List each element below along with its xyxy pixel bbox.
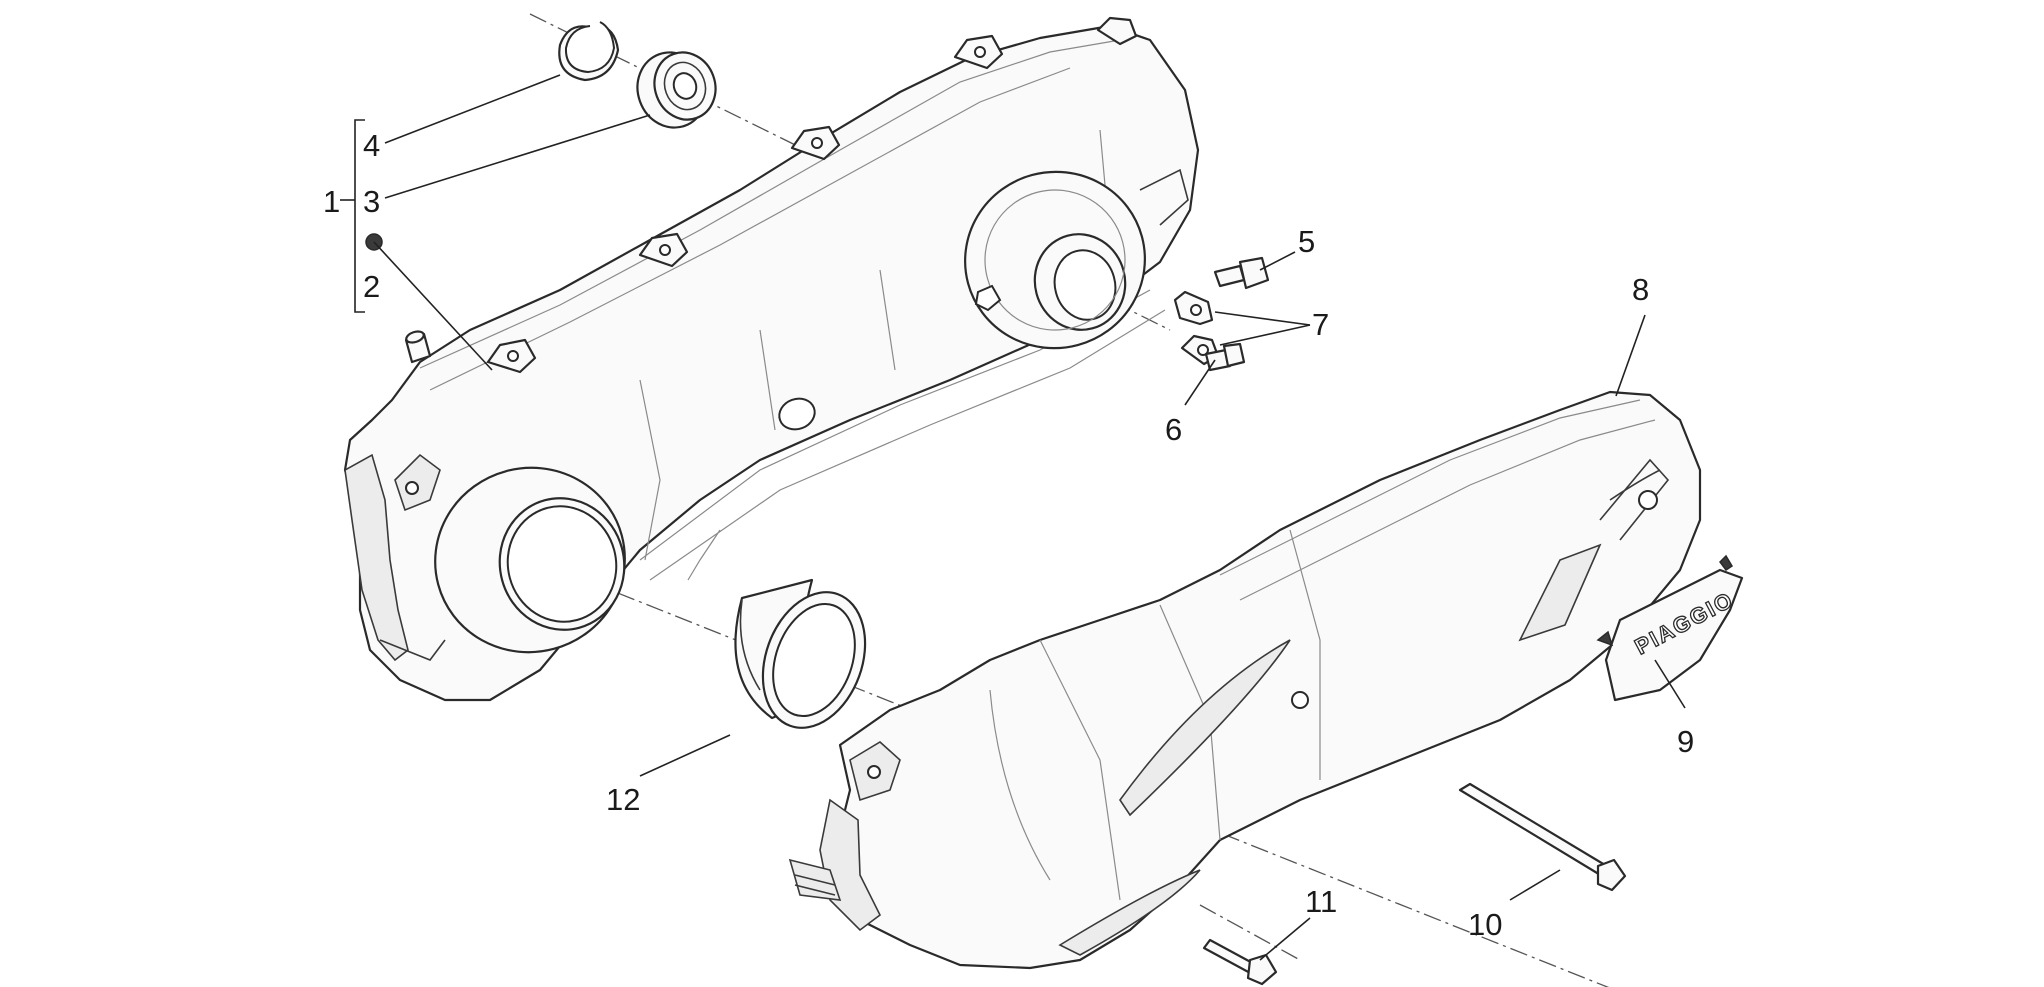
callout-4: 4 — [363, 128, 380, 163]
part-8-transmission-cover-outer — [788, 390, 1702, 970]
callout-12: 12 — [606, 782, 640, 817]
callout-6: 6 — [1165, 412, 1182, 447]
callout-2: 2 — [363, 269, 380, 304]
part-12-bushing — [734, 578, 867, 729]
callout-1: 1 — [323, 184, 340, 219]
callout-3: 3 — [363, 184, 380, 219]
transmission-cover-inner — [343, 16, 1200, 702]
callout-11: 11 — [1305, 884, 1337, 919]
callout-numbers: 1 2 3 4 5 6 7 8 9 10 11 12 — [323, 128, 1694, 942]
leader-lines — [340, 74, 1686, 961]
callout-8: 8 — [1632, 272, 1649, 307]
part-3-bearing — [636, 51, 717, 129]
part-10-long-bolt — [1458, 782, 1627, 892]
part-2-dowel-pin — [404, 330, 432, 364]
callout-9: 9 — [1677, 724, 1694, 759]
part-5-screw — [1213, 256, 1270, 290]
callout-5: 5 — [1298, 224, 1315, 259]
part-11-bolt — [1202, 938, 1278, 986]
callout-10: 10 — [1468, 907, 1502, 942]
callout-7: 7 — [1312, 307, 1329, 342]
part-9-logo-plate: PIAGGIO — [1596, 554, 1744, 702]
part-4-circlip — [558, 21, 620, 82]
part-6-screw — [1204, 342, 1246, 372]
